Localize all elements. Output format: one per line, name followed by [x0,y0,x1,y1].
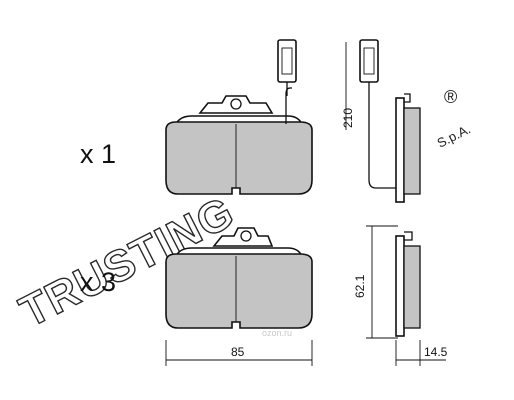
side-sensor-plug [359,39,379,83]
pad-height-label: 62.1 [353,274,367,298]
bottom-pad-side-view: 62.1 [353,225,421,339]
top-pad-sensor-plug [277,39,297,83]
side-sensor-cable [368,100,398,189]
registered-mark: ® [444,87,457,107]
sensor-length-label: 210 [341,108,355,128]
width-dimension: 85 [165,340,313,366]
qty-label-bottom: x 3 [80,267,116,297]
bottom-side-backing-plate [395,235,405,337]
top-pad-side-view: 210 [341,39,421,203]
top-pad-friction [165,121,313,195]
bottom-brake-pad: ozon.ru [165,227,313,338]
bottom-pad-clip [212,227,274,247]
brand-suffix: S.p.A. [435,121,473,150]
thickness-dimension: 14.5 [395,340,448,366]
pad-width-label: 85 [231,345,245,359]
side-friction [403,107,421,195]
side-sensor-plug-inner [363,47,375,75]
bottom-side-clip [404,231,413,241]
qty-label-top: x 1 [80,139,116,169]
top-pad-sensor-plug-inner [281,47,293,75]
pad-thickness-label: 14.5 [424,345,448,359]
side-backing-plate [395,97,405,203]
top-pad-clip [198,95,274,114]
side-clip [404,93,411,103]
watermark: ozon.ru [262,328,292,338]
top-brake-pad [165,39,313,195]
top-pad-clip-hole [230,98,242,110]
bottom-pad-friction [165,253,313,329]
bottom-side-friction [403,245,421,329]
bottom-pad-clip-hole [240,230,252,242]
